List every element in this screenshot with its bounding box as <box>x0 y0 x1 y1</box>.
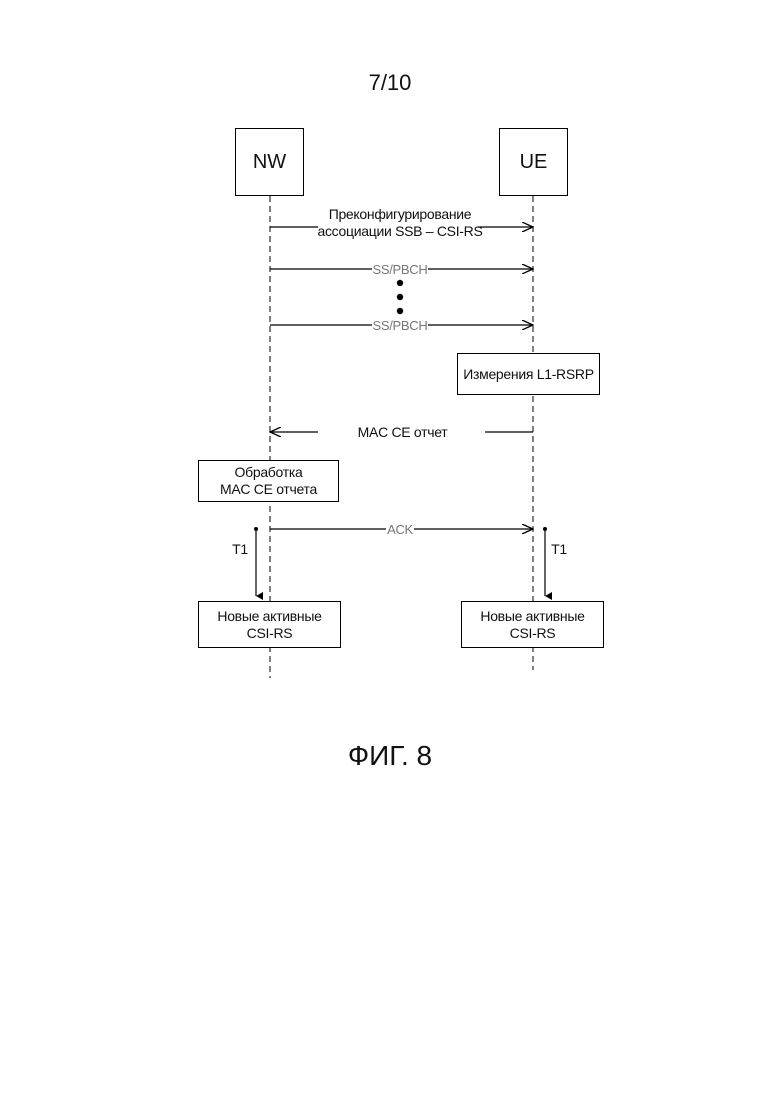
preconfig-label-line2: ассоциации SSB – CSI-RS <box>300 223 500 240</box>
ue-timer-label: T1 <box>549 541 569 557</box>
l1-rsrp-box: Измерения L1-RSRP <box>457 353 600 395</box>
nw-timer-label: T1 <box>230 541 250 557</box>
ss-pbch-label-1: SS/PBCH <box>360 261 440 277</box>
preconfig-label: Преконфигурирование ассоциации SSB – CSI… <box>300 206 500 240</box>
nw-entity-box: NW <box>235 128 304 196</box>
ue-entity-label: UE <box>520 151 548 174</box>
figure-caption: ФИГ. 8 <box>0 740 780 772</box>
mac-ce-processing-box: Обработка MAC CE отчета <box>198 460 339 502</box>
ue-entity-box: UE <box>499 128 568 196</box>
ue-new-csi-rs-box: Новые активные CSI-RS <box>461 601 604 648</box>
nw-new-csi-rs-line2: CSI-RS <box>247 625 293 642</box>
ellipsis-dot-2 <box>397 294 403 300</box>
ss-pbch-label-2: SS/PBCH <box>360 317 440 333</box>
ellipsis-dot-3 <box>397 308 403 314</box>
l1-rsrp-label: Измерения L1-RSRP <box>463 366 594 383</box>
preconfig-label-line1: Преконфигурирование <box>300 206 500 223</box>
ss-pbch-text-2: SS/PBCH <box>372 318 429 333</box>
ack-text: ACK <box>386 522 414 537</box>
ue-new-csi-rs-line1: Новые активные <box>480 608 584 625</box>
ellipsis-dot-1 <box>397 280 403 286</box>
mac-ce-report-label: MAC CE отчет <box>330 424 475 440</box>
nw-entity-label: NW <box>253 151 286 174</box>
mac-ce-processing-line2: MAC CE отчета <box>220 481 317 498</box>
nw-new-csi-rs-box: Новые активные CSI-RS <box>198 601 341 648</box>
ue-new-csi-rs-line2: CSI-RS <box>510 625 556 642</box>
ack-label: ACK <box>370 521 430 537</box>
nw-new-csi-rs-line1: Новые активные <box>217 608 321 625</box>
mac-ce-processing-line1: Обработка <box>235 464 303 481</box>
ss-pbch-text-1: SS/PBCH <box>372 262 429 277</box>
